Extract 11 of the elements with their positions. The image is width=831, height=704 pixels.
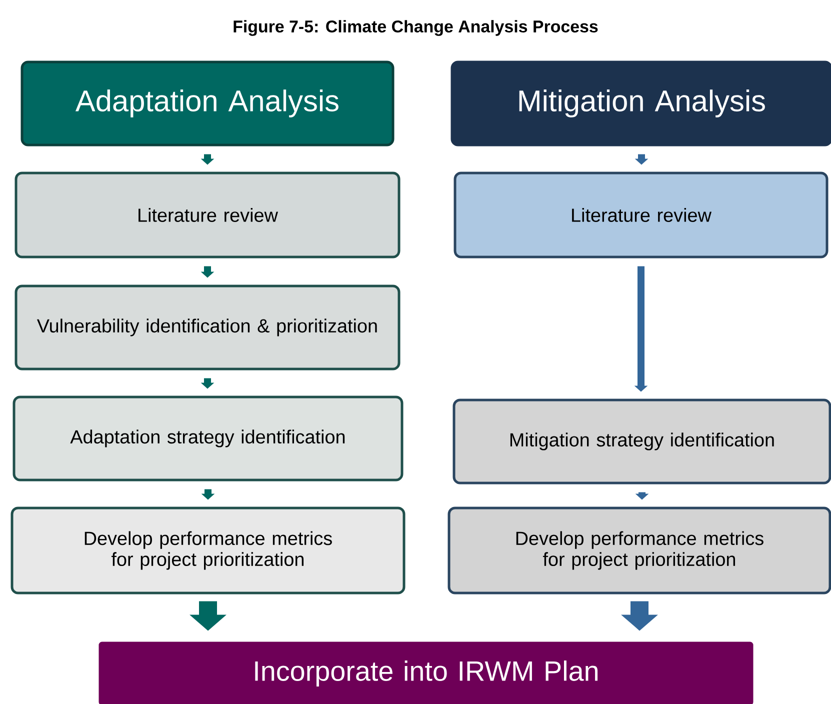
process-box: Develop performance metrics for project prioritization xyxy=(448,506,831,594)
process-box: Adaptation strategy identification xyxy=(12,396,404,482)
figure-title: Figure 7-5: Climate Change Analysis Process xyxy=(234,20,598,36)
result-banner: Incorporate into IRWM Plan xyxy=(98,642,754,704)
heading-box: Mitigation Analysis xyxy=(450,60,831,146)
process-box: Develop performance metrics for project prioritization xyxy=(10,506,406,594)
process-box: Mitigation strategy identification xyxy=(452,398,831,484)
process-box: Literature review xyxy=(454,172,828,258)
process-box: Vulnerability identification & prioritization xyxy=(14,284,400,370)
heading-box: Adaptation Analysis xyxy=(20,60,394,146)
process-box: Literature review xyxy=(14,172,400,258)
